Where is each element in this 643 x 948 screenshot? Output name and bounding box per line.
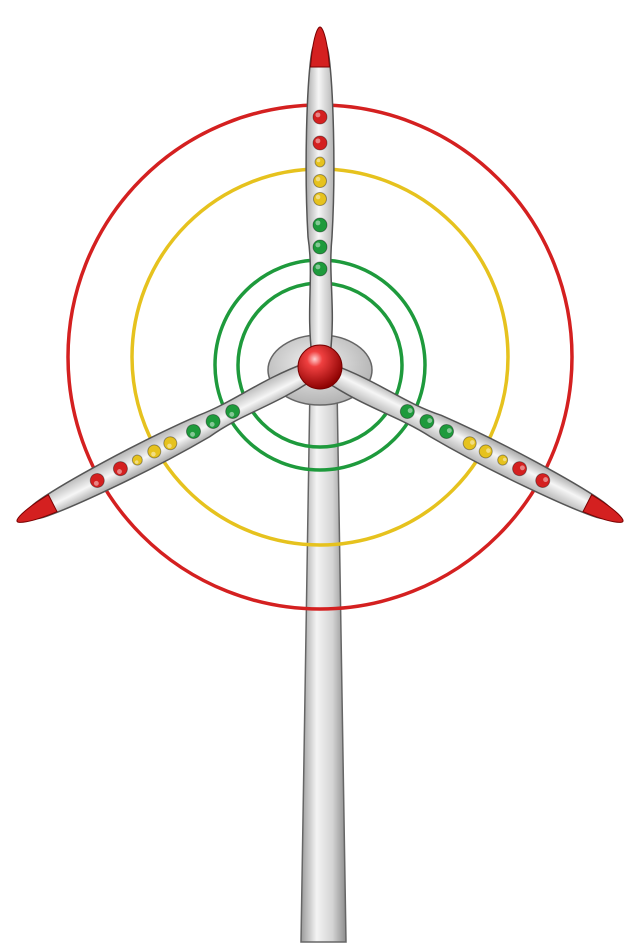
blade-tip xyxy=(311,27,330,67)
blade-right xyxy=(323,359,630,534)
marker-highlight xyxy=(316,195,321,200)
marker-highlight xyxy=(316,177,321,182)
green-sensor-marker xyxy=(313,240,327,254)
marker-highlight xyxy=(315,220,320,225)
hub-nose xyxy=(298,345,342,389)
green-sensor-marker xyxy=(313,218,327,232)
red-sensor-marker xyxy=(313,136,327,150)
marker-highlight xyxy=(315,138,320,143)
blade-up xyxy=(306,27,334,357)
yellow-sensor-marker xyxy=(314,193,327,206)
yellow-sensor-marker xyxy=(315,157,325,167)
marker-highlight xyxy=(317,159,321,163)
blade-tip xyxy=(583,495,627,530)
red-sensor-marker xyxy=(313,110,327,124)
marker-highlight xyxy=(315,264,320,269)
marker-highlight xyxy=(315,112,320,117)
green-sensor-marker xyxy=(313,262,327,276)
yellow-sensor-marker xyxy=(314,175,327,188)
blade-tip xyxy=(13,495,57,530)
marker-highlight xyxy=(315,242,320,247)
blade-left xyxy=(11,359,318,534)
